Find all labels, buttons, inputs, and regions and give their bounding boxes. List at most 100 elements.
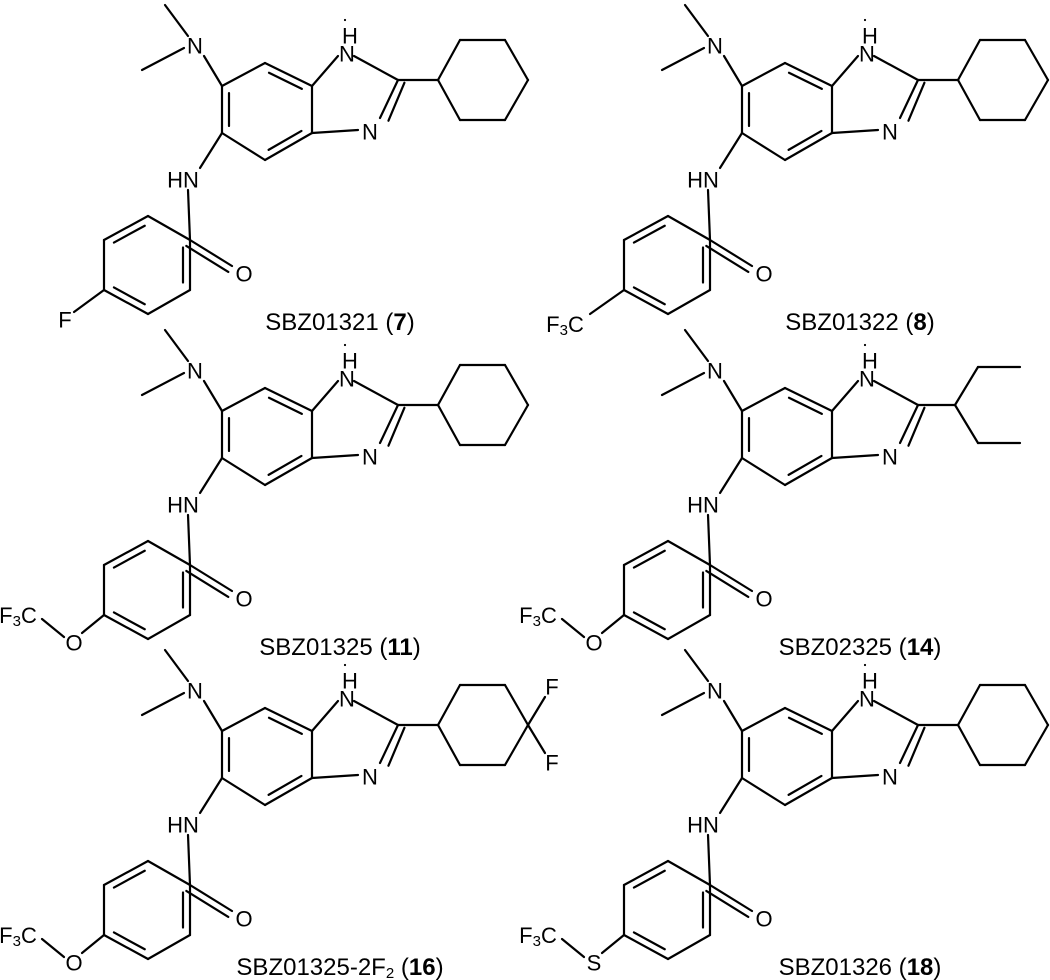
ring-h-label: H xyxy=(342,349,358,374)
bond xyxy=(622,933,670,961)
bond xyxy=(898,723,920,765)
amide-nh-label: HN xyxy=(167,493,199,518)
bond xyxy=(830,699,860,733)
bond xyxy=(198,776,224,815)
compound-caption: SBZ02325 (14) xyxy=(779,634,942,661)
bond xyxy=(722,379,744,413)
bond xyxy=(1023,38,1050,82)
bond xyxy=(600,613,626,635)
bond xyxy=(40,617,66,639)
bond xyxy=(1023,723,1050,767)
bond xyxy=(503,723,530,767)
double-bond-inner xyxy=(112,611,146,631)
bond xyxy=(872,699,920,727)
double-bond-inner xyxy=(787,129,823,151)
bond xyxy=(436,38,462,82)
bond xyxy=(600,933,626,955)
cf3-sub: 3 xyxy=(533,933,541,950)
caption-close: ) xyxy=(413,634,421,661)
linker-atom-label: O xyxy=(65,631,82,656)
bond xyxy=(102,214,150,242)
bond xyxy=(163,3,190,38)
bond xyxy=(503,683,530,727)
compound-number: 7 xyxy=(393,309,406,336)
double-bond-inner xyxy=(267,774,303,796)
bond xyxy=(588,288,626,316)
double-bond-inner xyxy=(787,774,823,796)
amide-nh-label: HN xyxy=(687,813,719,838)
bond xyxy=(352,699,400,727)
ring-n-label: N xyxy=(882,765,898,790)
compound-number: 16 xyxy=(409,954,436,980)
bond xyxy=(708,238,754,268)
bond xyxy=(560,617,586,639)
caption-close: ) xyxy=(933,954,941,980)
cf3-f: F xyxy=(0,603,13,628)
double-bond-inner xyxy=(787,716,823,735)
amide-nh-label: HN xyxy=(167,168,199,193)
compound-number: 11 xyxy=(387,634,412,661)
bond xyxy=(830,773,880,780)
dimethylamino-n-label: N xyxy=(187,34,203,59)
cf3-c: C xyxy=(568,312,584,337)
double-bond-inner xyxy=(112,869,146,889)
compound-number: 8 xyxy=(913,309,926,336)
bond xyxy=(80,613,106,635)
amide-nh-label: HN xyxy=(687,493,719,518)
bond xyxy=(898,78,920,120)
bond xyxy=(378,723,400,765)
bond xyxy=(953,403,980,445)
compound-code: SBZ01321 xyxy=(265,309,378,336)
double-bond-inner xyxy=(632,611,666,631)
bond xyxy=(220,131,267,162)
bond xyxy=(956,78,982,122)
bond xyxy=(683,328,710,363)
bond xyxy=(310,699,340,733)
bond xyxy=(666,859,712,887)
cf3-sub: 3 xyxy=(533,613,541,630)
bond xyxy=(830,128,880,135)
bond xyxy=(783,456,834,487)
caption-close: ) xyxy=(436,954,444,980)
linker-atom-label: S xyxy=(587,951,602,976)
double-bond-inner xyxy=(112,931,146,951)
cf3-sub: 3 xyxy=(13,933,21,950)
compound-code: SBZ01325 xyxy=(259,634,372,661)
ring-n-label: N xyxy=(362,445,378,470)
double-bond-inner xyxy=(112,286,146,306)
double-bond-inner xyxy=(112,549,146,569)
bond xyxy=(310,453,360,460)
bond xyxy=(146,933,192,961)
ring-nh-label: N xyxy=(339,42,355,67)
bond xyxy=(706,188,712,242)
dimethylamino-n-label: N xyxy=(187,359,203,384)
bond xyxy=(722,699,744,733)
bond xyxy=(503,38,530,82)
double-bond-inner xyxy=(267,129,303,151)
bond xyxy=(872,54,920,82)
ring-nh-label: N xyxy=(339,687,355,712)
cf3-f: F xyxy=(0,923,13,948)
bond xyxy=(783,386,834,413)
bond xyxy=(102,859,150,887)
bond xyxy=(188,238,234,268)
difluoro-f2-label: F xyxy=(545,751,558,776)
compound-code: SBZ02325 xyxy=(779,634,892,661)
bond xyxy=(263,456,314,487)
carbonyl-o-label: O xyxy=(755,587,772,612)
bond xyxy=(830,453,880,460)
compound-code: SBZ01325-2F xyxy=(236,954,385,980)
bond xyxy=(718,776,744,815)
bond xyxy=(622,539,670,567)
bond xyxy=(783,776,834,807)
bond xyxy=(708,883,754,913)
bond xyxy=(220,706,267,733)
bond xyxy=(310,773,360,780)
double-bond-inner xyxy=(632,869,666,889)
compound-number: 14 xyxy=(907,634,934,661)
bond xyxy=(263,386,314,413)
bond xyxy=(102,539,150,567)
bond xyxy=(740,456,787,487)
bond xyxy=(220,61,267,88)
